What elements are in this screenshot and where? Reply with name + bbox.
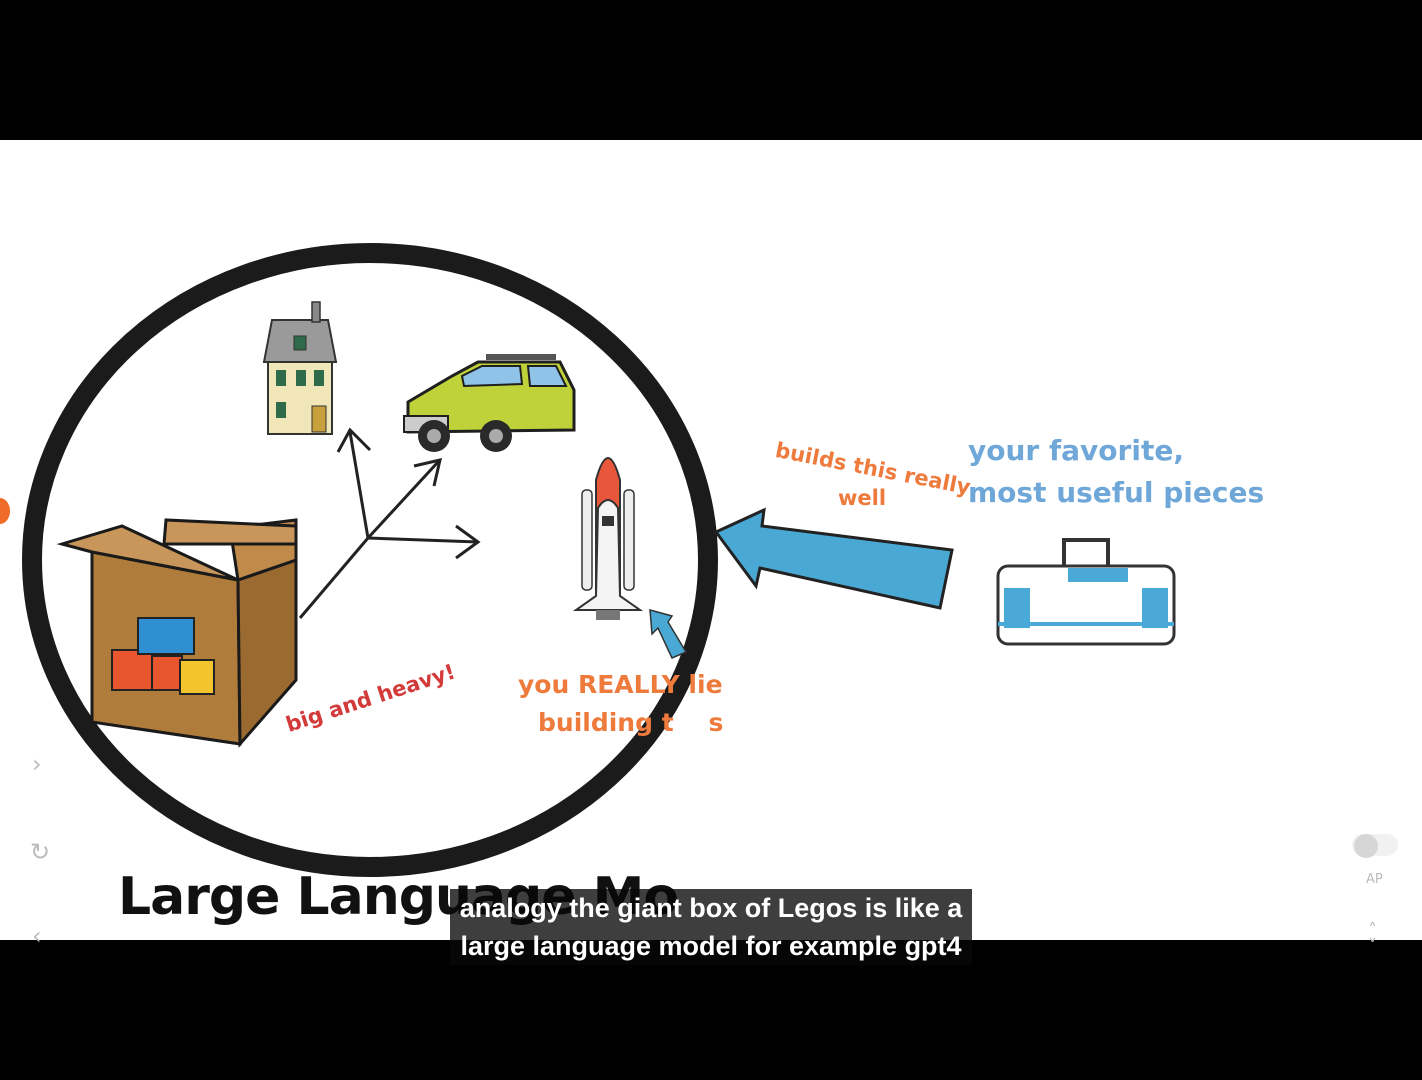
caption-line-2: large language model for example gpt4 [450,927,972,966]
big-blue-arrow [713,507,954,610]
label-you-really-like-start: you REALLY li [518,670,706,699]
label-your-favorite: your favorite, [968,434,1184,467]
label-you-really-like-end: e [705,670,723,699]
label-most-useful-pieces: most useful pieces [968,476,1265,509]
label-well: well [838,486,887,510]
caption-line-1: analogy the giant box of Legos is like a [449,889,973,928]
illustration [22,243,1176,877]
small-blue-arrow [649,608,688,659]
cardboard-box-icon [56,518,298,748]
big-circle [22,243,718,877]
chevron-up-icon[interactable]: ˄ [1368,920,1377,941]
autoplay-label: AP [1366,872,1383,887]
toolbox-icon [996,538,1176,646]
chevron-left-icon[interactable]: ‹ [32,922,42,950]
autoplay-toggle-knob[interactable] [1354,834,1378,858]
chevron-right-icon[interactable]: › [32,750,42,778]
label-building-this: building t s [538,708,723,738]
video-frame[interactable]: builds this really well your favorite, m… [0,140,1422,940]
direction-arrows [298,427,481,619]
caption-box: analogy the giant box of Legos is like a… [440,889,982,966]
label-you-really-like: you REALLY lie [518,670,723,700]
progress-marker[interactable] [0,498,10,524]
replay-icon[interactable]: ↻ [30,838,51,866]
space-shuttle-icon [572,457,644,620]
chevron-down-icon[interactable]: ˅ [1368,936,1377,957]
label-building-this-start: building t [538,708,674,737]
house-icon [262,301,338,435]
suv-icon [403,354,576,452]
label-building-this-end: s [708,708,724,737]
